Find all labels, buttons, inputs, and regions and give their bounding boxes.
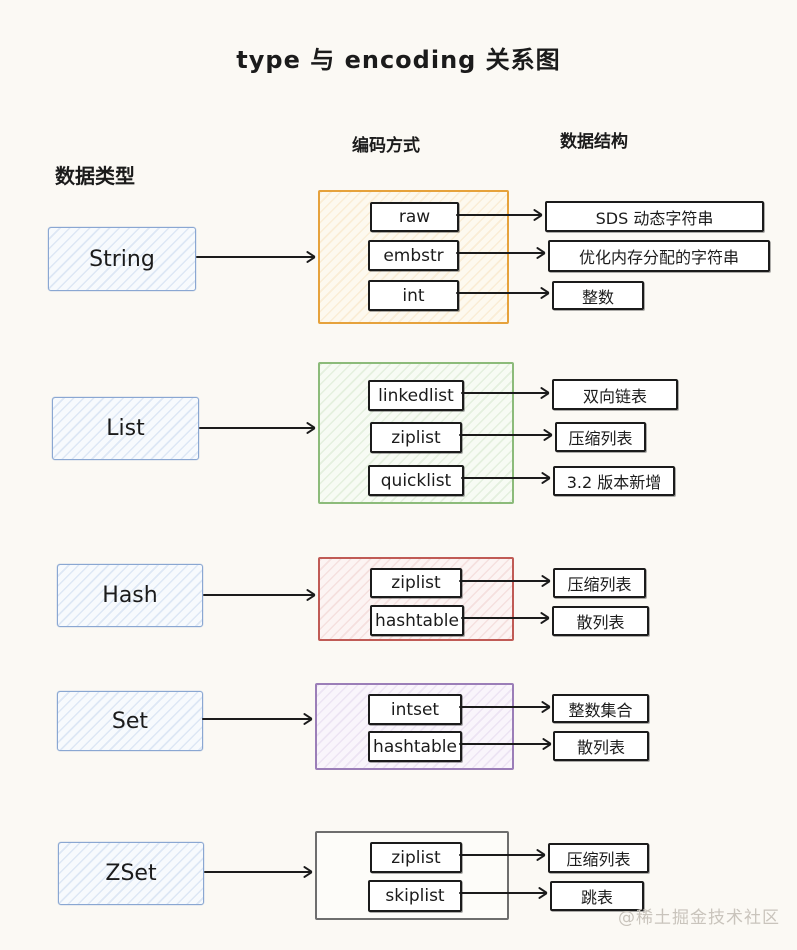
arrow-embstr-to-struct (456, 252, 544, 254)
column-header-type: 数据类型 (55, 164, 135, 188)
arrow-raw-to-sds (456, 214, 541, 216)
encoding-box-ziplist-list: ziplist (370, 422, 462, 453)
arrow-quicklist-to-struct (461, 477, 549, 479)
arrow-ziplist-to-struct-zset (459, 854, 544, 856)
structure-box-compressed-list-hash: 压缩列表 (553, 568, 646, 598)
encoding-box-skiplist: skiplist (368, 880, 462, 912)
arrow-intset-to-struct (459, 706, 549, 708)
column-header-encoding: 编码方式 (352, 136, 420, 156)
structure-box-compressed-list-list: 压缩列表 (555, 422, 646, 452)
arrow-hashtable-to-struct-hash (461, 617, 548, 619)
structure-box-sds: SDS 动态字符串 (545, 201, 764, 232)
encoding-box-linkedlist: linkedlist (368, 380, 464, 411)
type-box-set: Set (57, 691, 203, 751)
arrow-zset-to-group (204, 871, 311, 873)
arrow-ziplist-to-struct-list (459, 434, 551, 436)
encoding-box-hashtable-hash: hashtable (370, 605, 464, 636)
type-box-string: String (48, 227, 196, 291)
encoding-box-ziplist-hash: ziplist (370, 568, 462, 598)
diagram-title: type 与 encoding 关系图 (236, 46, 561, 74)
structure-box-integer: 整数 (552, 281, 644, 310)
type-box-list: List (52, 397, 199, 460)
arrow-list-to-group (199, 427, 314, 429)
arrow-ziplist-to-struct-hash (459, 580, 549, 582)
column-header-structure: 数据结构 (560, 132, 628, 152)
structure-box-hash-table-set: 散列表 (553, 731, 649, 761)
encoding-box-intset: intset (368, 694, 462, 725)
encoding-box-int: int (368, 280, 459, 311)
arrow-set-to-group (202, 718, 311, 720)
encoding-box-embstr: embstr (368, 240, 459, 271)
structure-box-doubly-linked-list: 双向链表 (552, 379, 678, 410)
arrow-hashtable-to-struct-set (459, 743, 550, 745)
encoding-box-ziplist-zset: ziplist (370, 842, 462, 873)
arrow-skiplist-to-struct (459, 892, 546, 894)
arrow-hash-to-group (203, 594, 314, 596)
structure-box-v32-new: 3.2 版本新增 (553, 466, 675, 496)
structure-box-optimized-string: 优化内存分配的字符串 (548, 240, 770, 272)
watermark: @稀土掘金技术社区 (618, 908, 780, 928)
arrow-string-to-group (196, 256, 314, 258)
arrow-linkedlist-to-struct (461, 392, 548, 394)
structure-box-compressed-list-zset: 压缩列表 (548, 843, 649, 873)
encoding-box-quicklist: quicklist (368, 465, 464, 496)
structure-box-hash-table-hash: 散列表 (552, 606, 649, 636)
arrow-int-to-struct (456, 292, 548, 294)
structure-box-skip-list: 跳表 (550, 881, 644, 911)
type-box-zset: ZSet (58, 842, 204, 905)
encoding-box-raw: raw (370, 202, 459, 232)
type-box-hash: Hash (57, 564, 203, 627)
encoding-box-hashtable-set: hashtable (368, 731, 462, 762)
structure-box-integer-set: 整数集合 (552, 694, 649, 723)
